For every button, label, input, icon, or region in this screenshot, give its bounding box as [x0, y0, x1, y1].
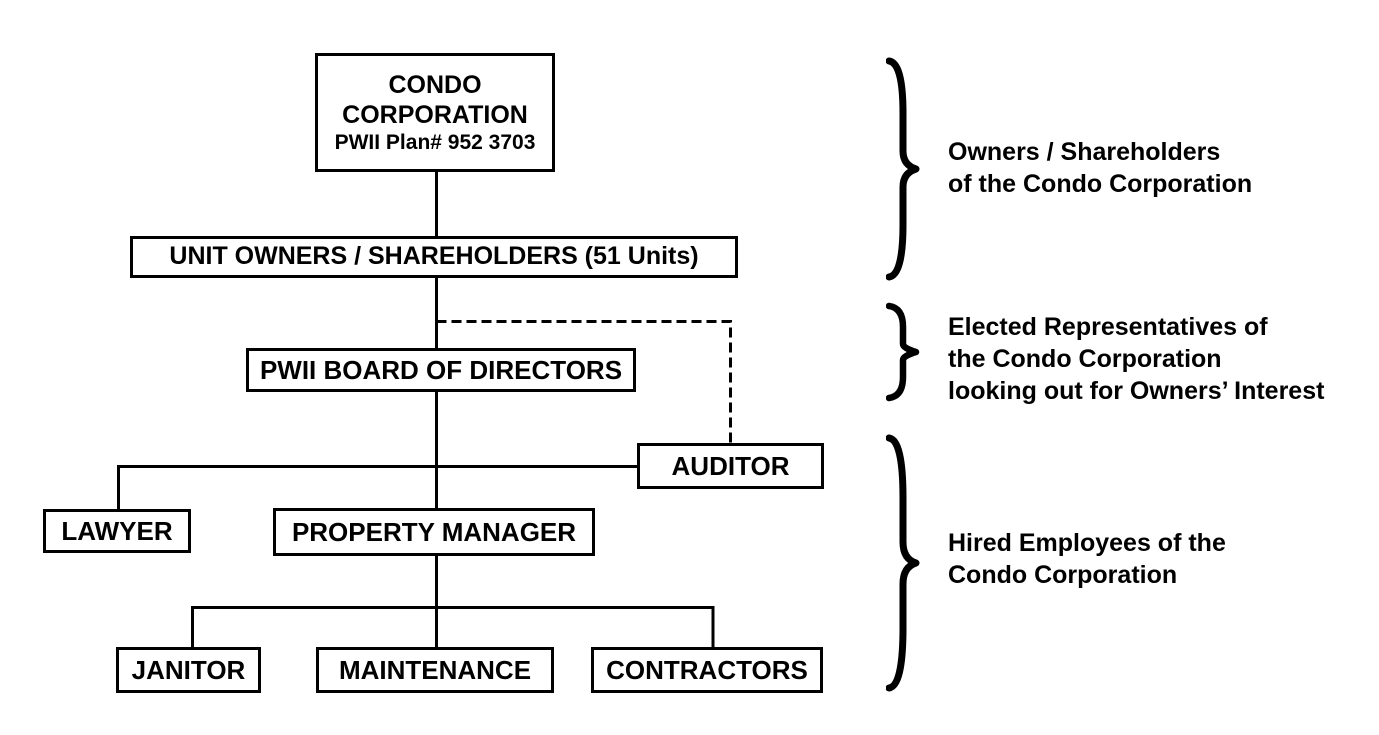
annotation-elected-line2: the Condo Corporation [948, 345, 1222, 373]
annotation-elected-representatives: Elected Representatives of the Condo Cor… [948, 311, 1324, 407]
curly-brace-elected-icon [886, 302, 920, 402]
condo-corporation-line1: CONDO [388, 70, 482, 99]
node-maintenance: MAINTENANCE [316, 647, 554, 693]
annotation-hired-employees: Hired Employees of the Condo Corporation [948, 527, 1226, 591]
property-manager-label: PROPERTY MANAGER [291, 516, 577, 547]
node-auditor: AUDITOR [637, 443, 824, 489]
node-property-manager: PROPERTY MANAGER [273, 508, 595, 556]
node-janitor: JANITOR [116, 647, 261, 693]
annotation-hired-line1: Hired Employees of the [948, 529, 1226, 557]
board-of-directors-label: PWII BOARD OF DIRECTORS [259, 354, 623, 385]
node-board-of-directors: PWII BOARD OF DIRECTORS [246, 348, 636, 392]
condo-corporation-line2: CORPORATION [342, 100, 528, 129]
auditor-label: AUDITOR [671, 450, 790, 481]
annotation-owners-line2: of the Condo Corporation [948, 170, 1253, 198]
annotation-elected-line3: looking out for Owners’ Interest [948, 377, 1325, 405]
curly-brace-owners-icon [886, 57, 920, 281]
maintenance-label: MAINTENANCE [338, 654, 532, 685]
annotation-owners-line1: Owners / Shareholders [948, 138, 1221, 166]
unit-owners-label: UNIT OWNERS / SHAREHOLDERS (51 Units) [169, 242, 699, 271]
annotation-hired-line2: Condo Corporation [948, 561, 1178, 589]
contractors-label: CONTRACTORS [606, 654, 808, 685]
curly-brace-hired-icon [886, 434, 920, 692]
janitor-label: JANITOR [131, 654, 246, 685]
node-lawyer: LAWYER [43, 509, 191, 553]
annotation-owners-shareholders: Owners / Shareholders of the Condo Corpo… [948, 136, 1252, 200]
node-unit-owners: UNIT OWNERS / SHAREHOLDERS (51 Units) [130, 236, 738, 278]
annotation-elected-line1: Elected Representatives of [948, 313, 1268, 341]
condo-corporation-plan-number: PWII Plan# 952 3703 [334, 130, 536, 154]
node-contractors: CONTRACTORS [591, 647, 823, 693]
node-condo-corporation: CONDO CORPORATION PWII Plan# 952 3703 [315, 53, 555, 172]
connector-dashed-to-auditor [436, 320, 732, 443]
lawyer-label: LAWYER [61, 515, 173, 546]
